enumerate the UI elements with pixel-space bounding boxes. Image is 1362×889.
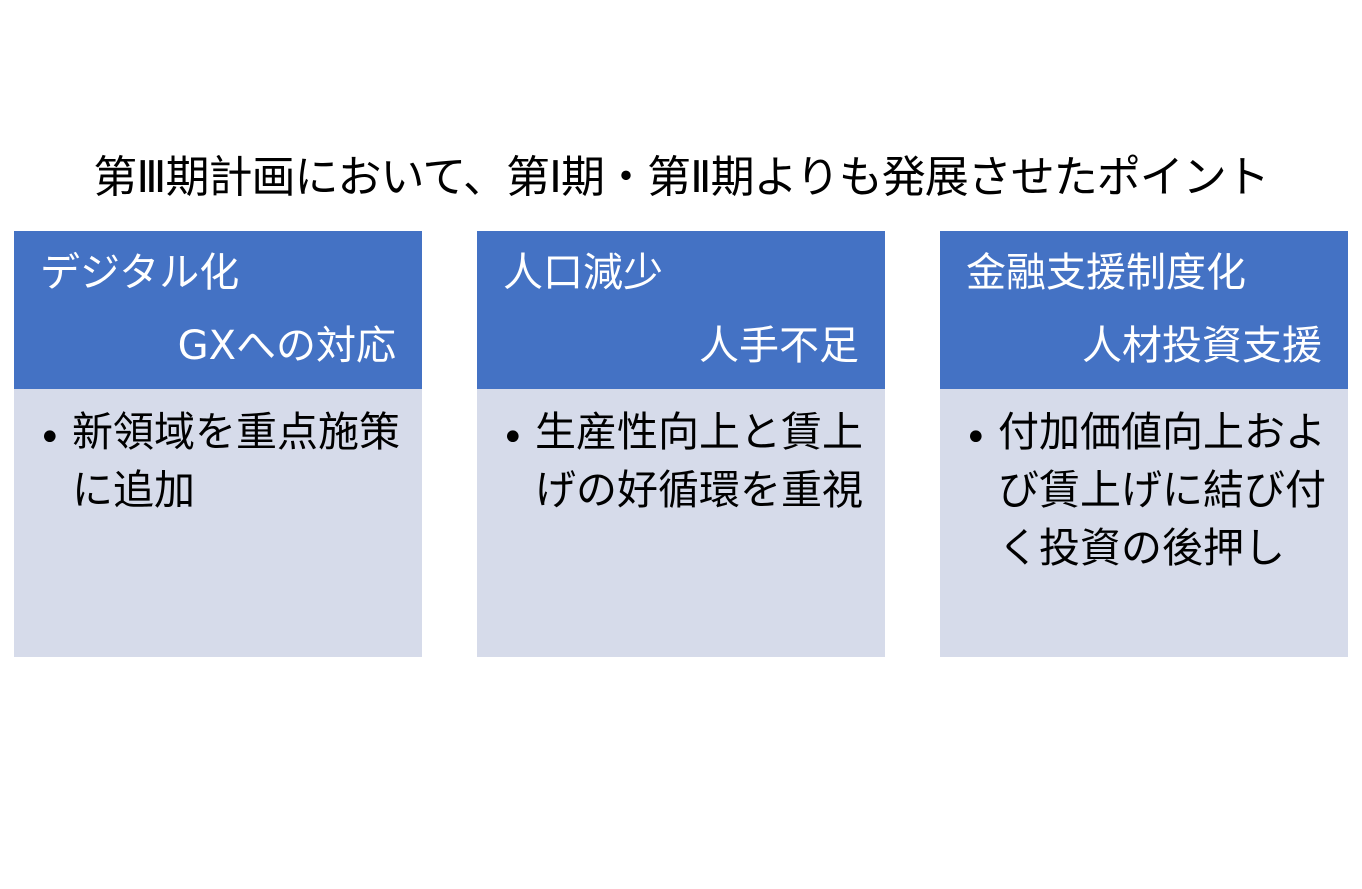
card-heading-secondary: 人手不足: [699, 323, 859, 369]
bullet-marker: •: [501, 415, 525, 461]
card-header: デジタル化 GXへの対応: [14, 231, 422, 389]
bullet-marker: •: [38, 415, 62, 461]
card-financial-support: 金融支援制度化 人材投資支援 • 付加価値向上および賃上げに結び付く投資の後押し: [940, 231, 1348, 657]
card-heading-primary: デジタル化: [40, 250, 240, 296]
slide-title: 第Ⅲ期計画において、第Ⅰ期・第Ⅱ期よりも発展させたポイント: [93, 152, 1270, 203]
card-body: • 生産性向上と賃上げの好循環を重視: [477, 389, 885, 657]
card-header: 金融支援制度化 人材投資支援: [940, 231, 1348, 389]
bullet-marker: •: [964, 415, 988, 461]
card-header: 人口減少 人手不足: [477, 231, 885, 389]
card-body: • 新領域を重点施策に追加: [14, 389, 422, 657]
card-digital-gx: デジタル化 GXへの対応 • 新領域を重点施策に追加: [14, 231, 422, 657]
card-body-text: 生産性向上と賃上げの好循環を重視: [535, 408, 863, 514]
card-heading-primary: 人口減少: [503, 250, 663, 296]
card-body: • 付加価値向上および賃上げに結び付く投資の後押し: [940, 389, 1348, 657]
card-heading-secondary: 人材投資支援: [1082, 323, 1322, 369]
card-population: 人口減少 人手不足 • 生産性向上と賃上げの好循環を重視: [477, 231, 885, 657]
card-body-text: 新領域を重点施策に追加: [72, 408, 400, 514]
card-heading-primary: 金融支援制度化: [966, 250, 1246, 296]
card-heading-secondary: GXへの対応: [177, 323, 396, 369]
card-body-text: 付加価値向上および賃上げに結び付く投資の後押し: [998, 408, 1326, 572]
